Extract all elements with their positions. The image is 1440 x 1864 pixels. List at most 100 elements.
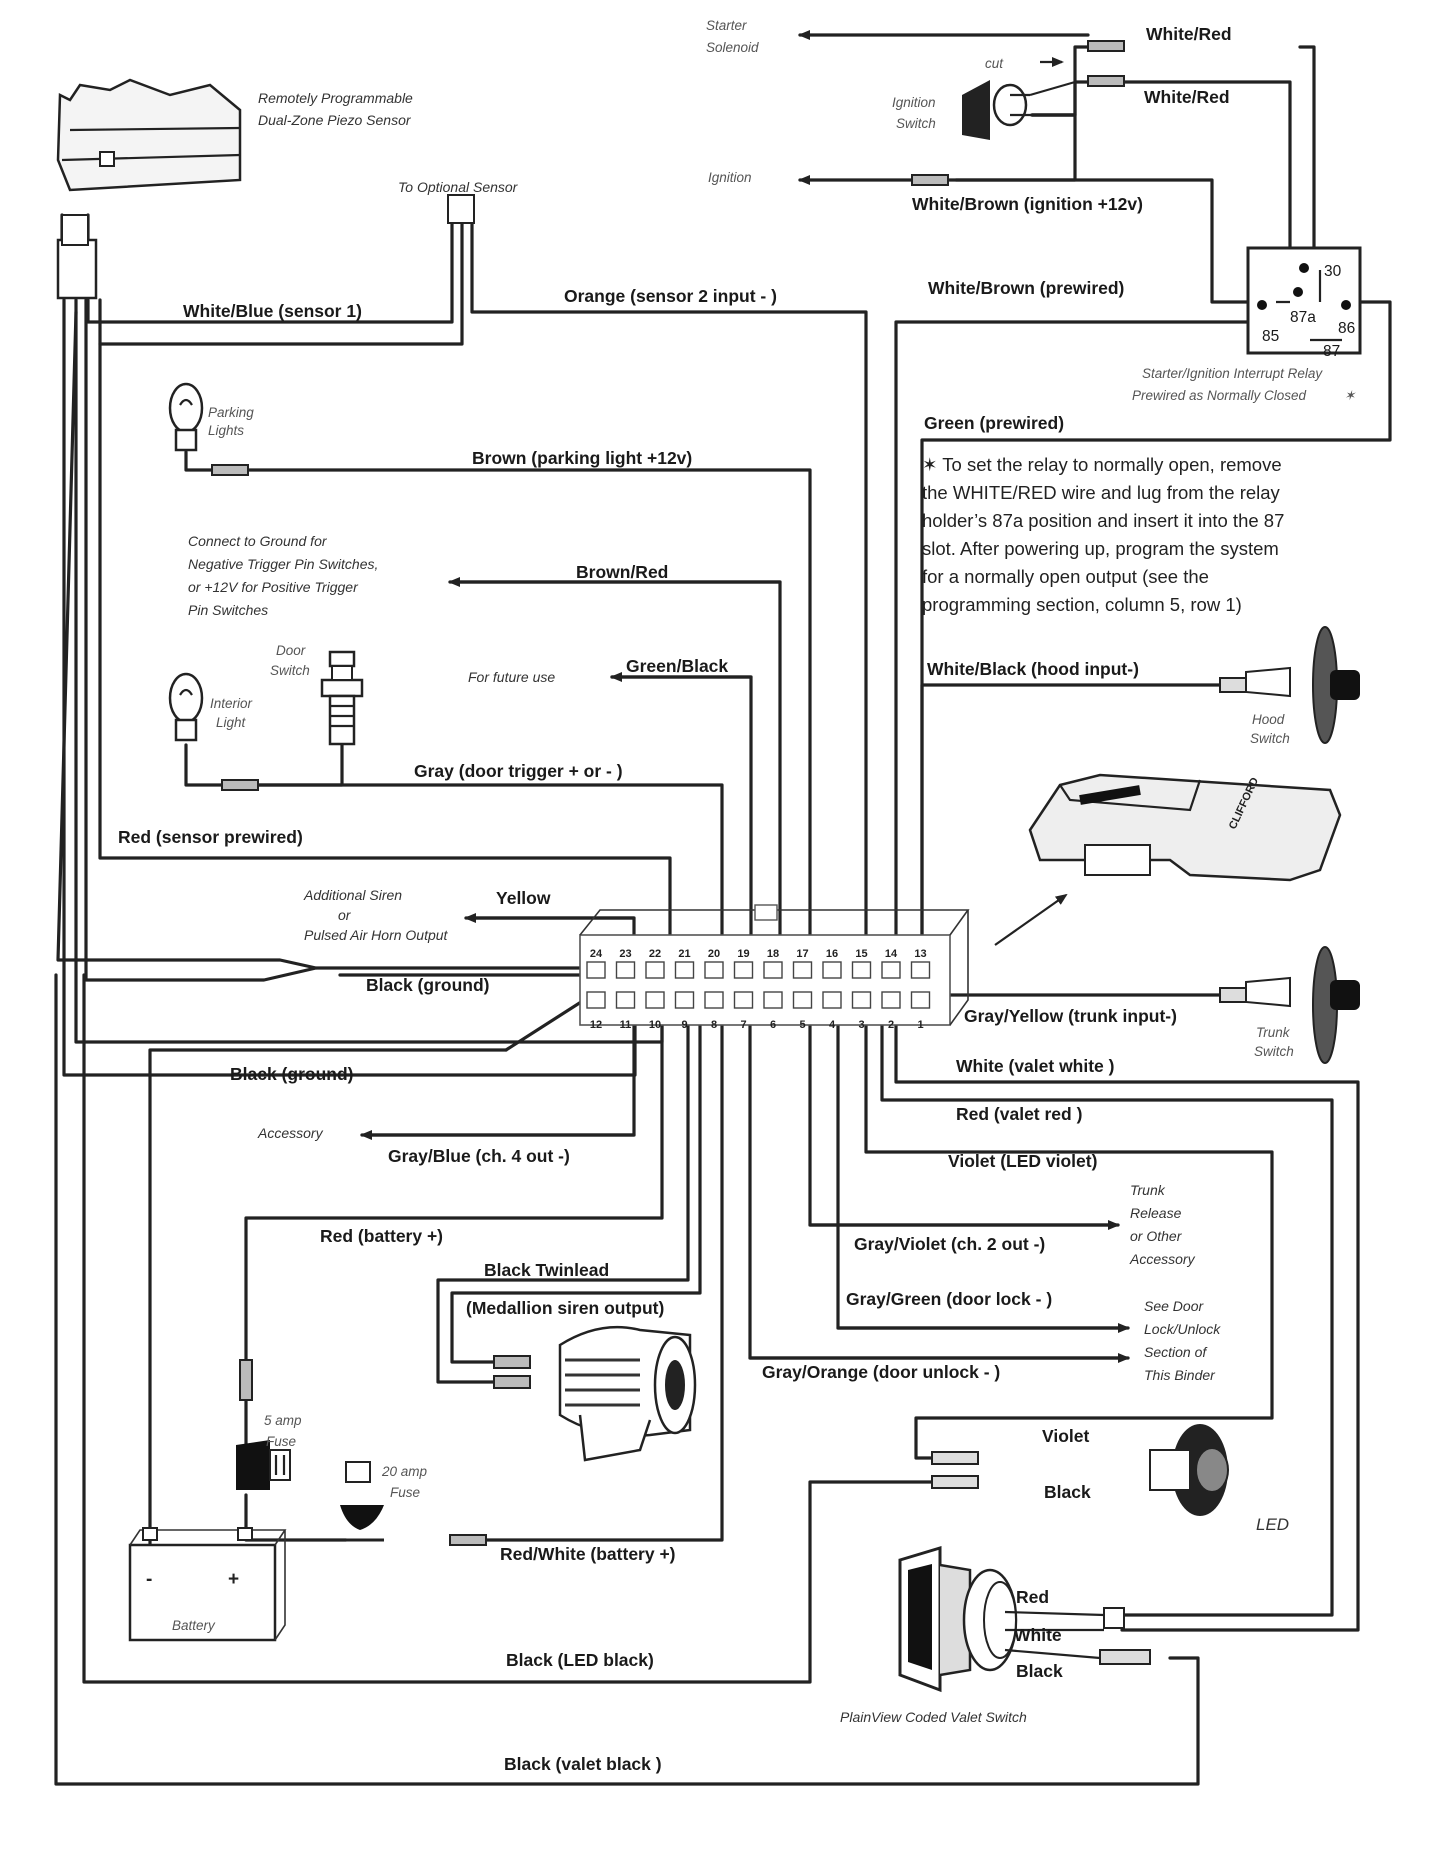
ignition-switch-icon <box>962 80 1076 140</box>
connector-pin-cell <box>822 991 842 1009</box>
starter-solenoid-label-1: Starter <box>706 18 747 33</box>
wire-label-red-battery: Red (battery +) <box>320 1226 443 1246</box>
wire-label-white-switch: White <box>1014 1625 1062 1645</box>
connector-pin-cell <box>851 991 872 1009</box>
trunk-release-label-3: or Other <box>1130 1228 1183 1244</box>
fuse-20a-label-1: 20 amp <box>381 1464 428 1479</box>
battery-icon <box>128 1527 287 1642</box>
connector-pin-cell <box>881 991 901 1009</box>
optional-sensor-label: To Optional Sensor <box>398 179 519 195</box>
cut-label: cut <box>985 56 1004 71</box>
hood-switch-icon <box>1219 626 1360 744</box>
connector-pin-number: 3 <box>858 1019 864 1031</box>
pin-switch-note-1: Connect to Ground for <box>188 533 328 549</box>
wire-label-red-white-battery: Red/White (battery +) <box>500 1544 676 1564</box>
pin-switch-note-2: Negative Trigger Pin Switches, <box>188 556 378 572</box>
parking-lights-label-1: Parking <box>208 405 254 420</box>
connector-pin-cell <box>586 991 606 1009</box>
wire-label-gray-orange: Gray/Orange (door unlock - ) <box>762 1362 1000 1382</box>
connector-pin-number: 8 <box>711 1019 717 1031</box>
wire-label-black-valet: Black (valet black ) <box>504 1754 662 1774</box>
wire-label-gray-door: Gray (door trigger + or - ) <box>414 761 623 781</box>
wire-label-gray-yellow-trunk: Gray/Yellow (trunk input-) <box>964 1006 1177 1026</box>
connector-pin-cell <box>851 961 872 979</box>
connector-pin-cell <box>674 991 695 1009</box>
relay-caption-1: Starter/Ignition Interrupt Relay <box>1142 366 1323 381</box>
hood-switch-label-1: Hood <box>1252 712 1285 727</box>
relay-note: ✶ To set the relay to normally open, rem… <box>922 454 1284 615</box>
trunk-switch-label-1: Trunk <box>1256 1025 1291 1040</box>
connector-pin-number: 2 <box>888 1019 894 1031</box>
trunk-switch-icon <box>1219 946 1360 1064</box>
trunk-release-label-1: Trunk <box>1130 1182 1166 1198</box>
connector-pin-number: 9 <box>681 1019 687 1031</box>
relay-pin-85: 85 <box>1262 328 1279 345</box>
led-icon <box>1149 1424 1229 1516</box>
connector-pin-number: 20 <box>708 948 720 960</box>
connector-pin-number: 15 <box>855 948 867 960</box>
component-labels: Remotely Programmable Dual-Zone Piezo Se… <box>146 18 1294 1725</box>
connector-pin-cell <box>822 961 842 979</box>
inline-connectors <box>211 40 1151 1665</box>
piezo-sensor-icon <box>56 78 242 300</box>
wire-label-black-led: Black (LED black) <box>506 1650 654 1670</box>
wire-label-orange: Orange (sensor 2 input - ) <box>564 286 777 306</box>
connector-pin-number: 24 <box>590 948 603 960</box>
connector-pin-number: 4 <box>829 1019 836 1031</box>
connector-pin-number: 10 <box>649 1019 661 1031</box>
note-line-4: slot. After powering up, program the sys… <box>922 538 1279 559</box>
door-lock-section-label-2: Lock/Unlock <box>1144 1321 1221 1337</box>
ignition-switch-label-1: Ignition <box>892 95 936 110</box>
wire-label-brown: Brown (parking light +12v) <box>472 448 692 468</box>
valet-switch-label: PlainView Coded Valet Switch <box>840 1709 1027 1725</box>
connector-pin-number: 18 <box>767 948 779 960</box>
connector-pin-number: 1 <box>917 1019 923 1031</box>
parking-light-bulb-icon <box>168 382 204 452</box>
connector-pin-number: 6 <box>770 1019 776 1031</box>
connector-pin-cell <box>615 961 636 979</box>
door-switch-icon <box>320 650 364 746</box>
wire-label-white-red-2: White/Red <box>1144 87 1230 107</box>
connector-pin-cell <box>733 991 754 1009</box>
connector-pin-number: 21 <box>678 948 690 960</box>
optional-sensor-plug-icon <box>447 194 475 224</box>
parking-lights-label-2: Lights <box>208 423 244 438</box>
note-line-6: programming section, column 5, row 1) <box>922 594 1242 615</box>
fuse-5a-icon <box>236 1440 291 1490</box>
door-lock-section-label-1: See Door <box>1144 1298 1204 1314</box>
connector-pin-cell <box>910 991 931 1009</box>
connector-pin-cell <box>763 961 783 979</box>
connector-pin-cell <box>792 991 813 1009</box>
wire-label-black-ground-1: Black (ground) <box>366 975 489 995</box>
connector-pin-number: 5 <box>799 1019 805 1031</box>
wire-label-violet-led: Violet (LED violet) <box>948 1151 1097 1171</box>
piezo-sensor-label-1: Remotely Programmable <box>258 90 413 106</box>
wire-label-gray-green: Gray/Green (door lock - ) <box>846 1289 1052 1309</box>
wire-label-black-ground-2: Black (ground) <box>230 1064 353 1084</box>
wire-label-gray-blue: Gray/Blue (ch. 4 out -) <box>388 1146 570 1166</box>
door-lock-section-label-3: Section of <box>1144 1344 1208 1360</box>
relay-pin-87: 87 <box>1323 343 1340 360</box>
wire-labels: White/Red White/Red White/Brown (ignitio… <box>118 24 1232 1774</box>
door-switch-label-1: Door <box>276 643 306 658</box>
wire-label-black-twinlead: Black Twinlead <box>484 1260 609 1280</box>
wire-label-green-pre: Green (prewired) <box>924 413 1064 433</box>
connector-pin-number: 12 <box>590 1019 602 1031</box>
valet-switch-icon <box>898 1545 1105 1693</box>
relay-labels: 30 87a 85 86 87 Starter/Ignition Interru… <box>1132 263 1356 403</box>
additional-siren-label-2: or <box>338 907 352 923</box>
led-label: LED <box>1256 1515 1289 1534</box>
connector-pin-cell <box>615 991 636 1009</box>
note-line-3: holder’s 87a position and insert it into… <box>922 510 1284 531</box>
relay-box <box>1246 246 1362 355</box>
wire-label-brown-red: Brown/Red <box>576 562 668 582</box>
hood-switch-label-2: Switch <box>1250 731 1290 746</box>
trunk-release-label-2: Release <box>1130 1205 1182 1221</box>
connector-pin-number: 23 <box>619 948 631 960</box>
wire-label-red-sensor: Red (sensor prewired) <box>118 827 303 847</box>
trunk-switch-label-2: Switch <box>1254 1044 1294 1059</box>
future-use-label: For future use <box>468 669 555 685</box>
